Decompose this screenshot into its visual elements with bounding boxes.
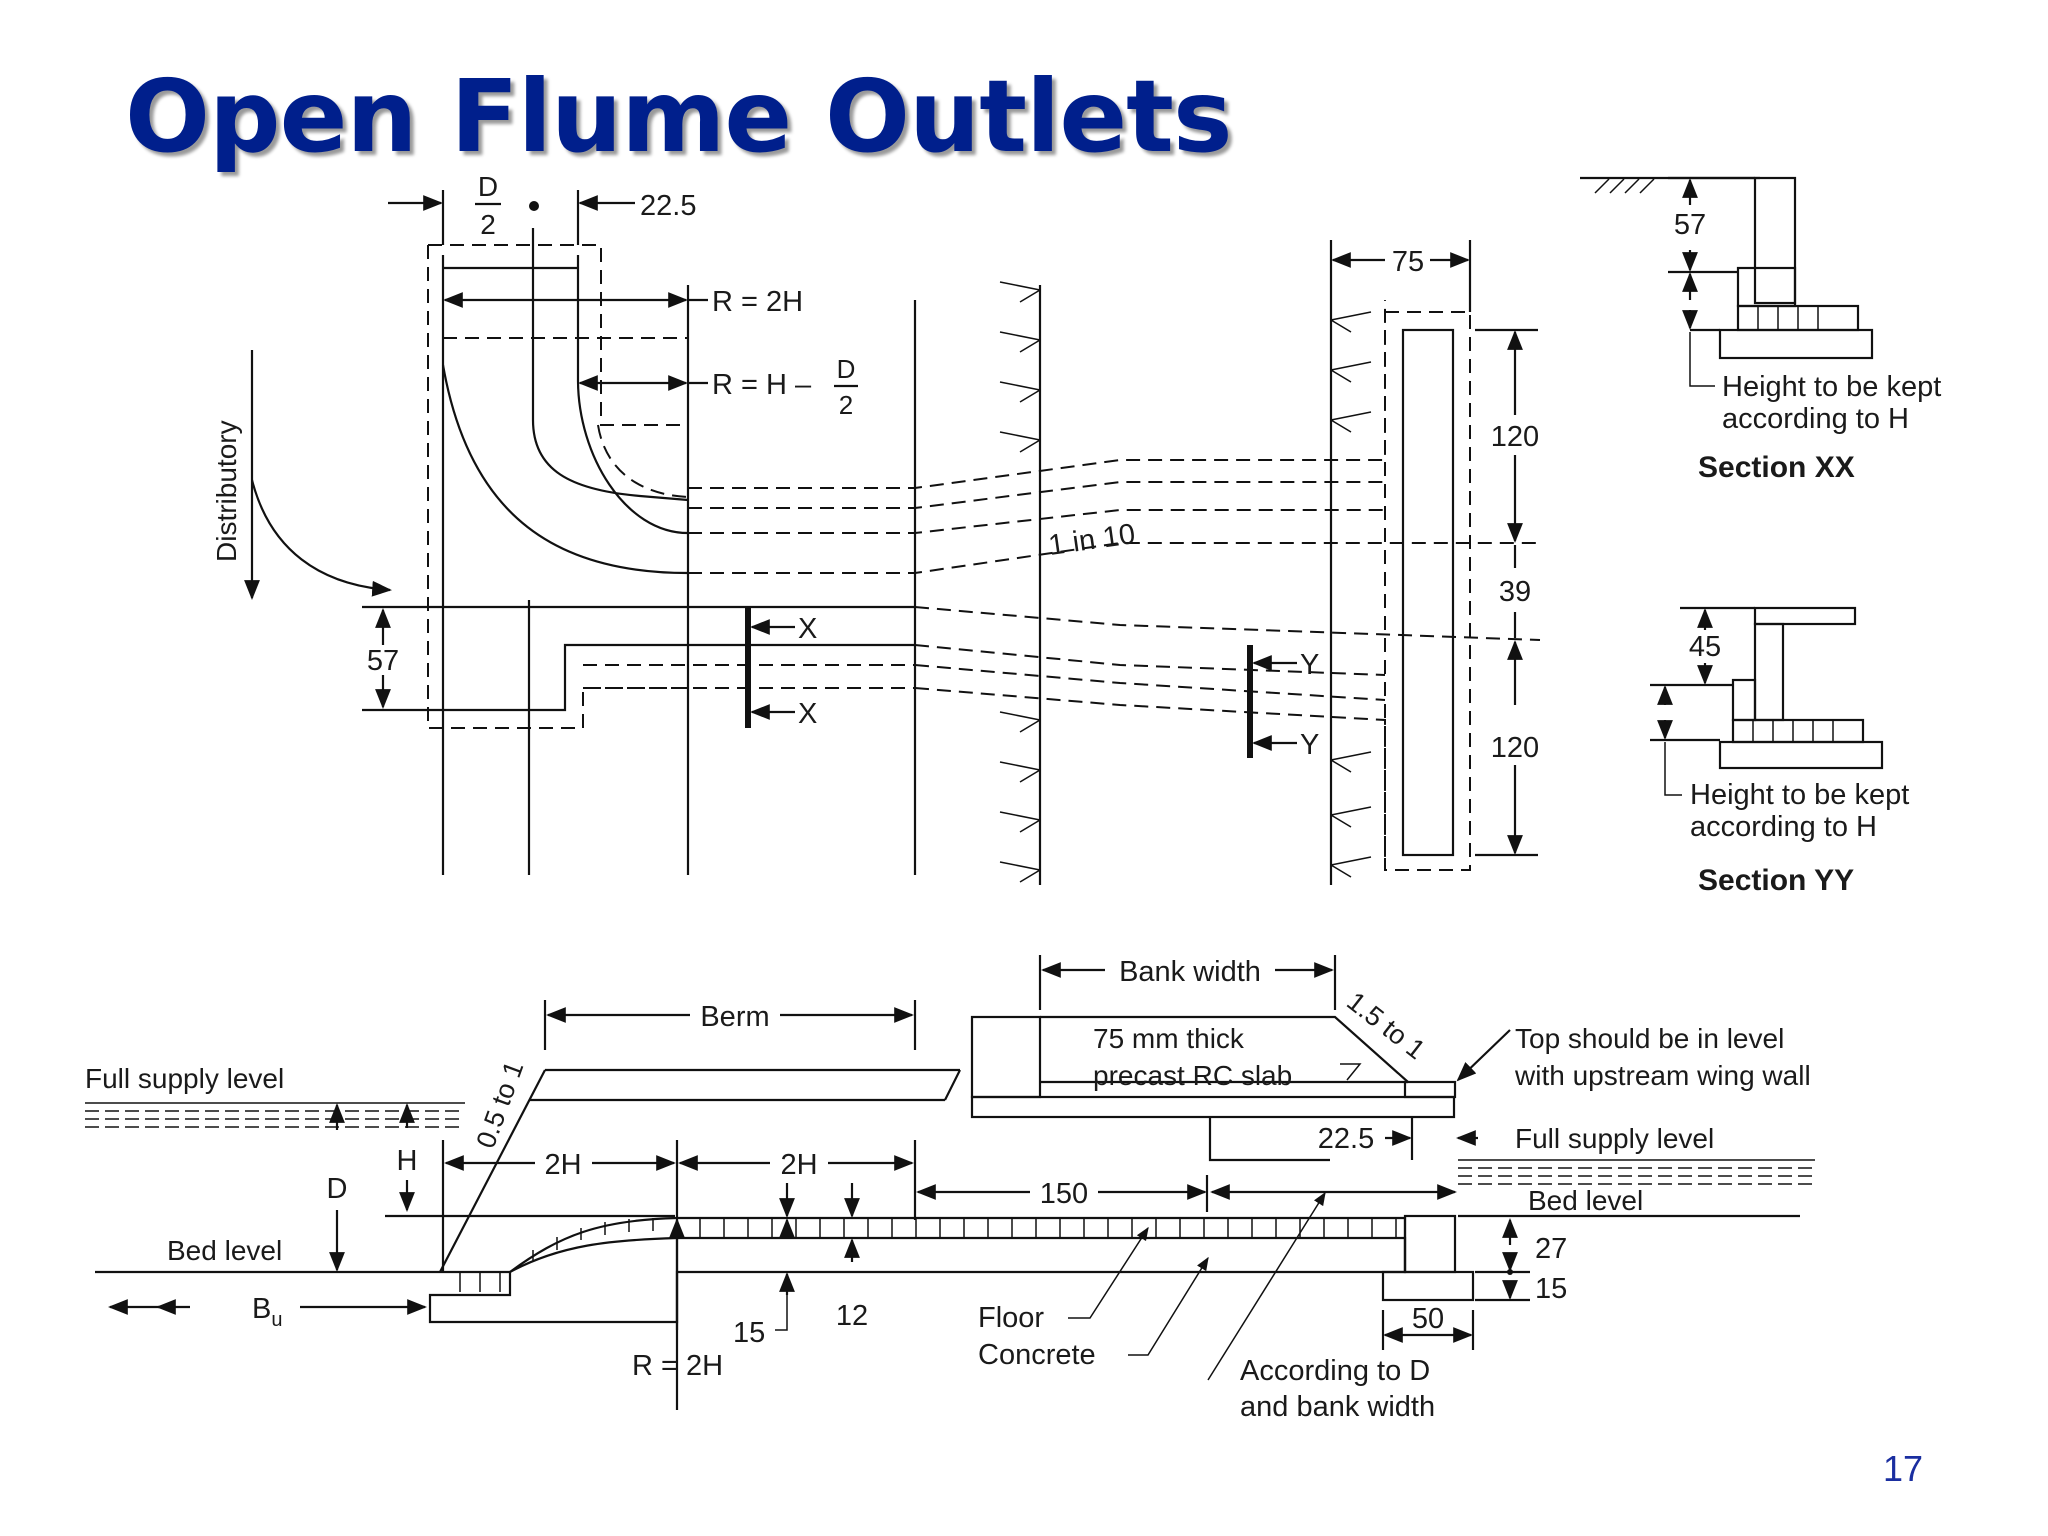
plan-r-h-minus: R = H – bbox=[712, 369, 812, 401]
plan-dim-57: 57 bbox=[367, 645, 399, 677]
dim-150: 150 bbox=[1040, 1178, 1088, 1210]
plan-section-x-bottom: X bbox=[798, 698, 817, 730]
dim-2h-first: 2H bbox=[544, 1149, 581, 1181]
plan-dim-120-top: 120 bbox=[1491, 421, 1539, 453]
dim-h: H bbox=[397, 1145, 418, 1177]
plan-section-y-bottom: Y bbox=[1300, 729, 1319, 761]
bed-level-right-label: Bed level bbox=[1528, 1185, 1643, 1216]
dim-27: 27 bbox=[1535, 1233, 1567, 1265]
dim-15-left: 15 bbox=[733, 1317, 765, 1349]
plan-view: D 2 22.5 R = 2H R = H – D 2 Distributory… bbox=[211, 171, 1541, 885]
slope-1-5-label: 1.5 to 1 bbox=[1341, 986, 1430, 1065]
fsl-right-label: Full supply level bbox=[1515, 1123, 1714, 1154]
bu-label: Bu bbox=[252, 1293, 282, 1331]
bu-main: B bbox=[252, 1293, 271, 1325]
yy-note-line1: Height to be kept bbox=[1690, 779, 1909, 811]
plan-d-denominator: 2 bbox=[480, 209, 496, 240]
plan-r-frac-den: 2 bbox=[839, 390, 853, 420]
plan-r-2h: R = 2H bbox=[712, 286, 803, 318]
plan-section-x-top: X bbox=[798, 613, 817, 645]
slope-0-5-label: 0.5 to 1 bbox=[470, 1057, 529, 1152]
according-line1: According to D bbox=[1240, 1355, 1430, 1387]
dim-12: 12 bbox=[836, 1300, 868, 1332]
long-r-2h: R = 2H bbox=[632, 1350, 723, 1382]
plan-dim-39: 39 bbox=[1499, 576, 1531, 608]
bu-sub: u bbox=[271, 1309, 282, 1331]
page-number: 17 bbox=[1882, 1448, 1923, 1489]
xx-note-line2: according to H bbox=[1722, 403, 1909, 435]
concrete-label: Concrete bbox=[978, 1339, 1096, 1371]
dim-15-right: 15 bbox=[1535, 1273, 1567, 1305]
floor-label: Floor bbox=[978, 1302, 1044, 1334]
slab-line1: 75 mm thick bbox=[1093, 1023, 1245, 1054]
plan-dim-75: 75 bbox=[1392, 246, 1424, 278]
xx-title: Section XX bbox=[1698, 451, 1855, 484]
yy-title: Section YY bbox=[1698, 864, 1854, 897]
plan-d-numerator: D bbox=[478, 171, 498, 202]
plan-section-y-top: Y bbox=[1300, 649, 1319, 681]
plan-slope-1-in-10: 1 in 10 bbox=[1047, 518, 1138, 562]
dim-50: 50 bbox=[1412, 1303, 1444, 1335]
bank-width-label: Bank width bbox=[1119, 956, 1261, 988]
berm-label: Berm bbox=[700, 1001, 769, 1033]
plan-dim-22-5: 22.5 bbox=[640, 190, 696, 222]
fsl-left-label: Full supply level bbox=[85, 1063, 284, 1094]
bed-level-left-label: Bed level bbox=[167, 1235, 282, 1266]
dim-2h-second: 2H bbox=[780, 1149, 817, 1181]
according-line2: and bank width bbox=[1240, 1391, 1435, 1423]
longitudinal-section: Full supply level Bed level D H Bu 0.5 t… bbox=[85, 955, 1815, 1423]
yy-note-line2: according to H bbox=[1690, 811, 1877, 843]
dim-22-5-long: 22.5 bbox=[1318, 1123, 1374, 1155]
section-yy: 45 Height to be kept according to H Sect… bbox=[1650, 606, 1909, 897]
yy-dim-45: 45 bbox=[1689, 631, 1721, 663]
dim-d: D bbox=[327, 1173, 348, 1205]
plan-r-frac-num: D bbox=[837, 354, 856, 384]
top-note-line1: Top should be in level bbox=[1515, 1023, 1784, 1054]
top-note-line2: with upstream wing wall bbox=[1514, 1060, 1811, 1091]
section-xx: 57 Height to be kept according to H Sect… bbox=[1580, 176, 1941, 484]
xx-note-line1: Height to be kept bbox=[1722, 371, 1941, 403]
slab-line2: precast RC slab bbox=[1093, 1060, 1292, 1091]
xx-dim-57: 57 bbox=[1674, 209, 1706, 241]
plan-dim-120-bottom: 120 bbox=[1491, 732, 1539, 764]
slide-title: Open Flume Outlets bbox=[125, 58, 1232, 175]
plan-distributory: Distributory bbox=[211, 420, 242, 562]
